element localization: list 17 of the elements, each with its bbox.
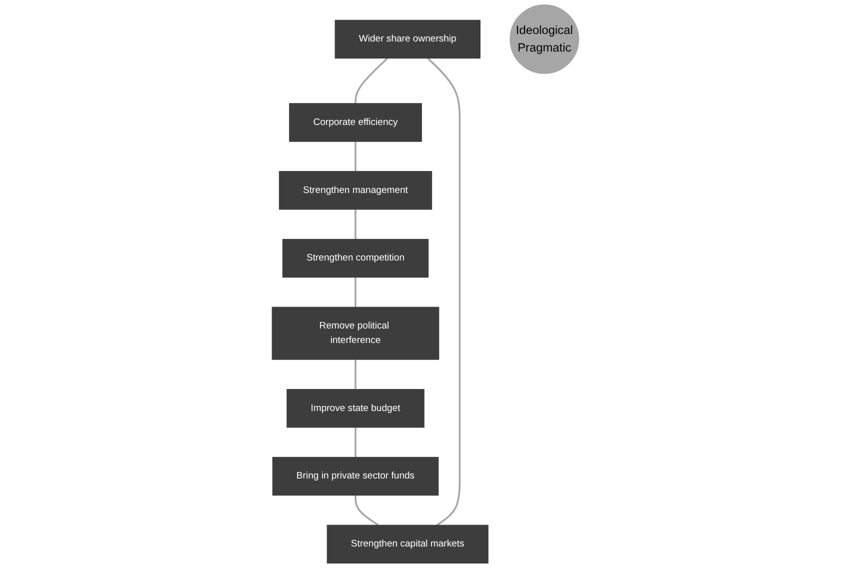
connector: [354, 427, 356, 458]
connector: [354, 277, 356, 308]
connector: [426, 58, 460, 526]
node-box: Remove political interference: [271, 306, 439, 360]
connector: [354, 495, 378, 526]
node-box: Wider share ownership: [334, 20, 480, 59]
node-box: Improve state budget: [286, 389, 424, 428]
node-box: Corporate efficiency: [288, 103, 422, 142]
node-box: Strengthen capital markets: [326, 524, 488, 564]
node-circle: Ideological Pragmatic: [509, 4, 579, 74]
connector: [354, 58, 388, 104]
connector: [354, 142, 356, 172]
connector: [354, 360, 356, 390]
connector: [354, 209, 356, 240]
node-box: Strengthen competition: [282, 238, 428, 278]
node-box: Bring in private sector funds: [272, 456, 438, 496]
node-box: Strengthen management: [278, 171, 432, 210]
